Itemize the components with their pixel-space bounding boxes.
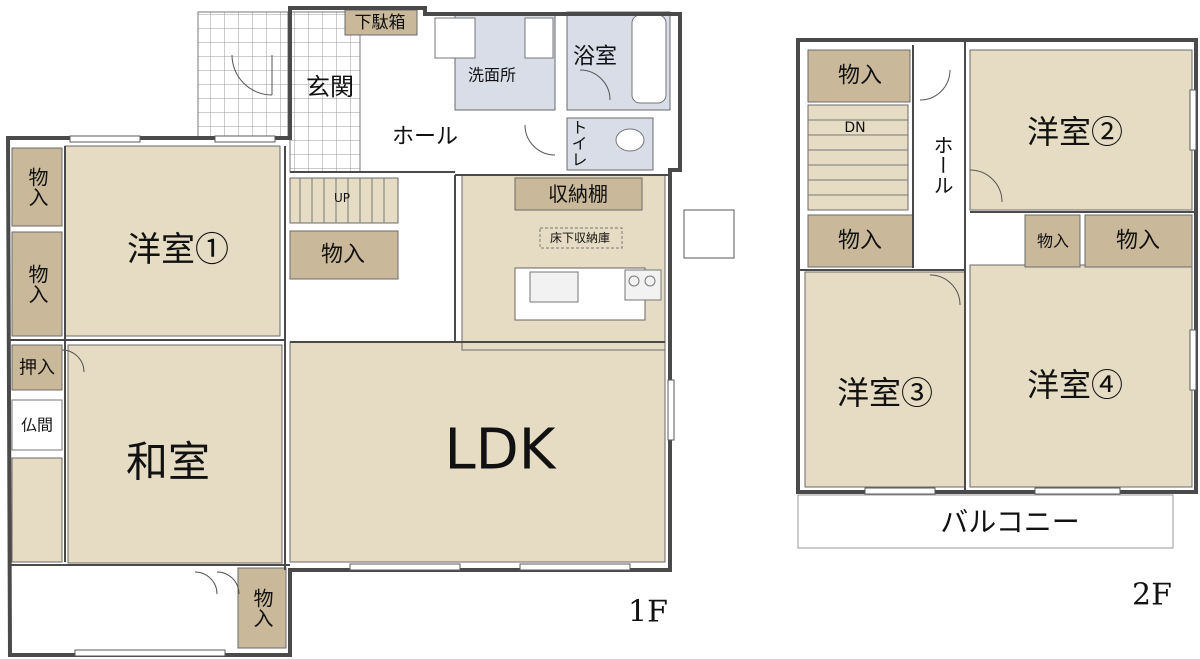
ldk-room (289, 341, 666, 563)
balcony (797, 494, 1174, 549)
window (1189, 329, 1197, 391)
storage-under-stairs (289, 230, 399, 280)
label-dn: DN (844, 120, 865, 136)
label-western-1: 洋室① (127, 230, 229, 270)
storage-2f-mid (807, 214, 914, 268)
label-entrance: 玄関 (306, 73, 354, 101)
butsuma (11, 399, 63, 451)
label-washroom: 洗面所 (468, 66, 516, 85)
storage-2f-top (807, 49, 911, 103)
inner-walls-1f (8, 146, 670, 570)
storage-2f-right (1084, 214, 1193, 268)
door (194, 571, 240, 595)
storage-2f-small (1024, 214, 1081, 268)
label-storage-2f-mid: 物入 (838, 229, 882, 254)
window (1189, 89, 1197, 151)
label-underfloor: 床下収納庫 (550, 231, 610, 245)
underfloor-storage-outline (539, 227, 623, 249)
western-room-1 (64, 145, 281, 337)
door (969, 169, 1003, 203)
western-room-2 (969, 49, 1193, 211)
alcove (11, 457, 63, 563)
porch-tile (197, 11, 289, 138)
label-storage-shelf: 収納棚 (548, 182, 608, 206)
label-balcony: バルコニー (940, 506, 1079, 539)
outer-wall-1f (5, 6, 682, 657)
storage-left-top (11, 147, 63, 227)
burner-icon (644, 275, 656, 287)
label-oshiire: 押入 (19, 358, 55, 379)
inner-walls-2f (798, 40, 1196, 492)
label-western-2: 洋室② (1027, 113, 1123, 151)
window (349, 563, 461, 571)
door (579, 69, 611, 101)
label-ldk: LDK (444, 418, 556, 483)
label-western-4: 洋室④ (1027, 366, 1123, 404)
label-storage-under-stairs: 物入 (321, 243, 365, 268)
door (524, 124, 556, 156)
storage-shelf (514, 177, 643, 211)
door (929, 274, 961, 306)
washing-machine-icon (434, 17, 476, 59)
western-room-3 (804, 271, 966, 488)
outer-wall-2f (796, 38, 1198, 494)
toilet-bowl-icon (615, 128, 645, 152)
label-floor-2: 2F (1132, 578, 1172, 613)
storage-bottom (237, 567, 287, 649)
stair-up (289, 177, 399, 224)
label-japanese: 和室 (126, 438, 210, 487)
floor-1: 洋室① 和室 LDK 玄関 ホール 洗面所 浴室 下駄箱 収納棚 床下収納庫 U… (5, 6, 735, 657)
label-hall-2f: ホール (930, 135, 954, 195)
label-bath: 浴室 (573, 45, 617, 70)
storage-left-mid (11, 231, 63, 337)
label-storage-2f-right: 物入 (1116, 229, 1160, 254)
oshiire (11, 344, 63, 391)
window (69, 135, 141, 143)
burner-icon (628, 275, 640, 287)
window (1034, 487, 1121, 495)
label-western-3: 洋室③ (837, 374, 933, 412)
japanese-room (67, 344, 283, 564)
window (214, 135, 276, 143)
side-door (683, 209, 735, 259)
label-storage-left-top: 物入 (25, 167, 49, 207)
label-toilet: トイレ (569, 119, 588, 167)
sink-icon (529, 271, 579, 303)
label-floor-1: 1F (628, 595, 668, 630)
label-storage-left-mid: 物入 (25, 264, 49, 304)
label-storage-2f-small: 物入 (1037, 232, 1069, 251)
shoe-box (344, 9, 418, 36)
window (667, 379, 675, 441)
entrance-tile (289, 11, 361, 173)
window (74, 649, 226, 657)
window (519, 563, 631, 571)
label-storage-2f-top: 物入 (838, 64, 882, 89)
wash-basin-icon (524, 17, 554, 59)
label-storage-bottom: 物入 (250, 588, 274, 628)
label-hall-1f: ホール (392, 125, 458, 150)
floor-2: 洋室② 洋室③ 洋室④ ホール バルコニー DN 物入 物入 物入 物入 2F (796, 38, 1198, 613)
label-shoe-box: 下駄箱 (355, 13, 406, 33)
label-up: UP (334, 191, 350, 205)
window (864, 487, 936, 495)
entrance-door (231, 54, 273, 96)
label-butsuma: 仏間 (21, 416, 53, 435)
stair-down (807, 104, 909, 211)
door (919, 69, 951, 101)
western-room-4 (969, 264, 1193, 488)
bathtub-icon (631, 14, 667, 104)
door (61, 349, 85, 373)
